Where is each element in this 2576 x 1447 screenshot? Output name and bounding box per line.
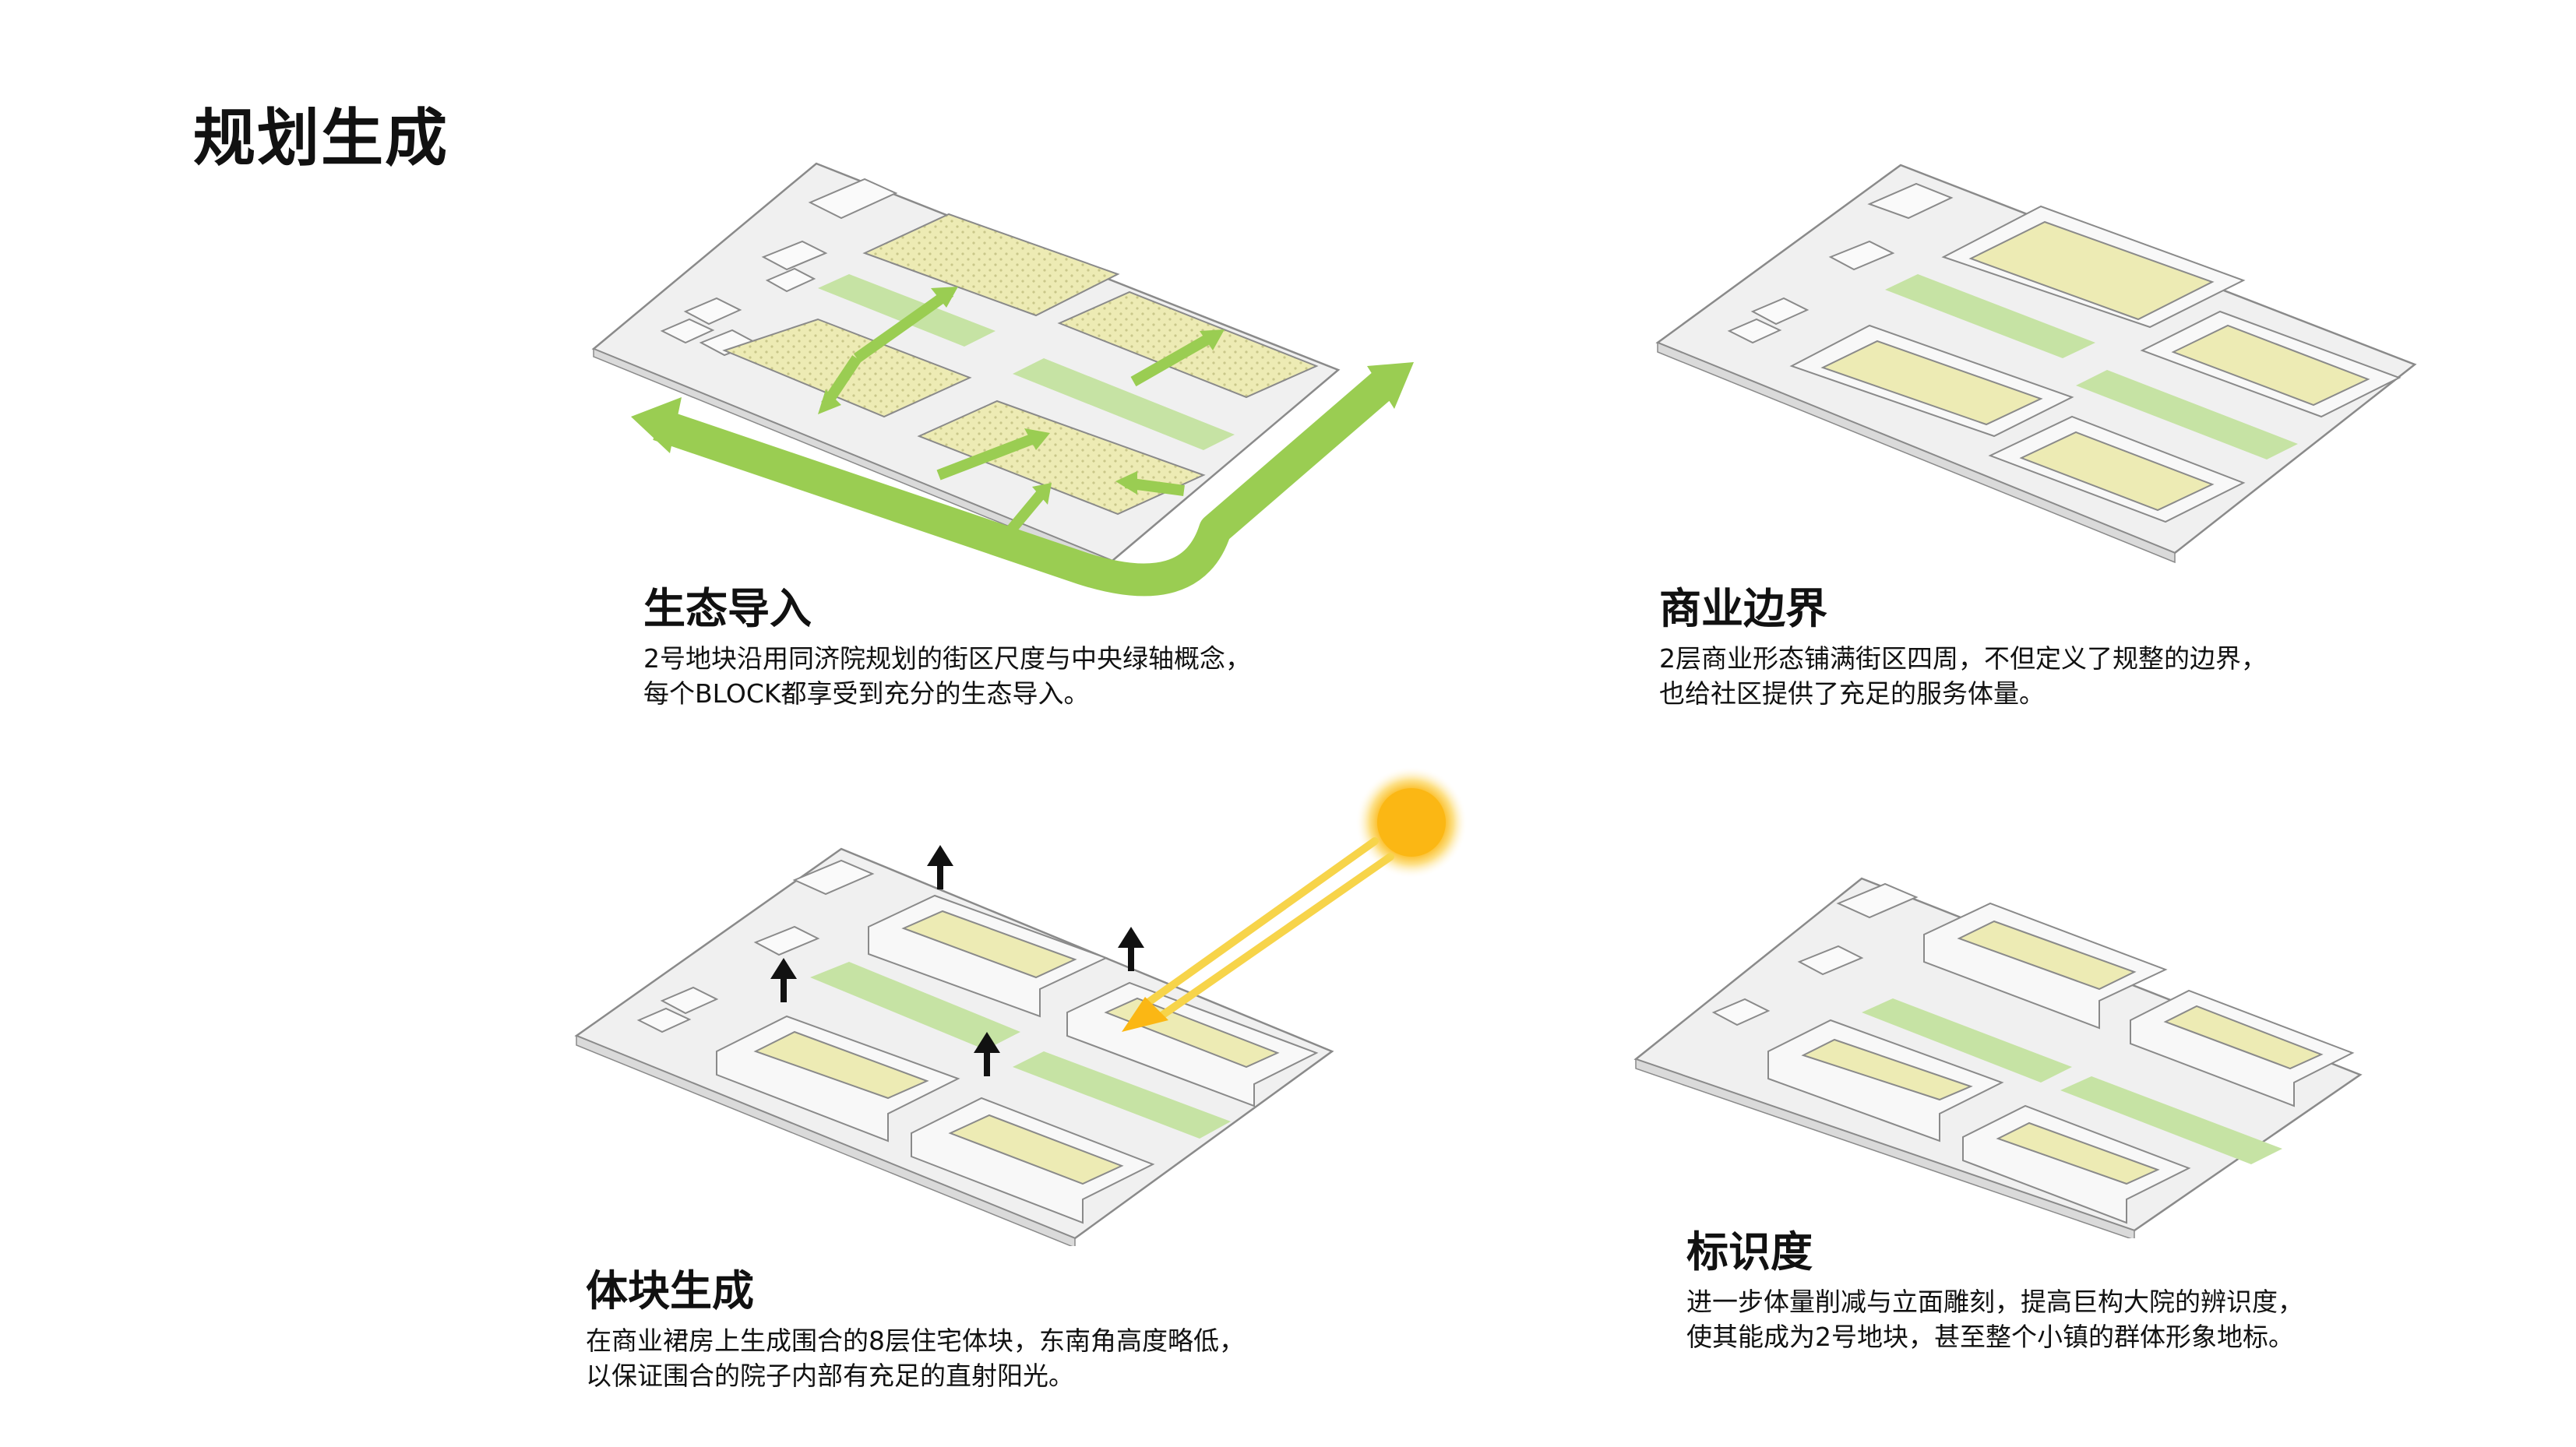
eco-line-2: 每个BLOCK都享受到充分的生态导入。 bbox=[643, 678, 1090, 709]
residential-blocks bbox=[716, 894, 1319, 1224]
massing-caption: 体块生成 在商业裙房上生成围合的8层住宅体块，东南角高度略低， 以保证围合的院子… bbox=[586, 1268, 1245, 1393]
green-strip bbox=[2060, 1076, 2282, 1164]
identity-diagram bbox=[1633, 877, 2363, 1238]
massing-title: 体块生成 bbox=[586, 1266, 754, 1315]
green-strip bbox=[810, 962, 1020, 1050]
eco-diagram bbox=[591, 162, 1414, 597]
commerce-diagram bbox=[1655, 164, 2417, 564]
commerce-blocks bbox=[1789, 205, 2402, 523]
identity-line-1: 进一步体量削减与立面雕刻，提高巨构大院的辨识度， bbox=[1686, 1287, 2303, 1318]
identity-caption: 标识度 进一步体量削减与立面雕刻，提高巨构大院的辨识度， 使其能成为2号地块，甚… bbox=[1686, 1229, 2303, 1354]
identity-line-2: 使其能成为2号地块，甚至整个小镇的群体形象地标。 bbox=[1686, 1322, 2294, 1353]
page-title: 规划生成 bbox=[193, 102, 449, 174]
eco-caption: 生态导入 2号地块沿用同济院规划的街区尺度与中央绿轴概念， 每个BLOCK都享受… bbox=[643, 586, 1251, 711]
green-strip bbox=[818, 274, 996, 347]
green-strip bbox=[2076, 370, 2298, 459]
massing-diagram bbox=[574, 766, 1468, 1246]
context-buildings bbox=[636, 859, 875, 1033]
identity-title: 标识度 bbox=[1686, 1227, 1813, 1276]
massing-line-2: 以保证围合的院子内部有充足的直射阳光。 bbox=[586, 1361, 1074, 1392]
up-arrow-icons bbox=[770, 845, 1144, 1076]
commerce-line-2: 也给社区提供了充足的服务体量。 bbox=[1659, 678, 2045, 709]
context-buildings bbox=[1727, 182, 1954, 344]
commerce-title: 商业边界 bbox=[1659, 584, 1827, 633]
sun-ray-arrow bbox=[1141, 837, 1394, 1020]
eco-line-1: 2号地块沿用同济院规划的街区尺度与中央绿轴概念， bbox=[643, 643, 1251, 674]
green-strip bbox=[1013, 1051, 1231, 1139]
commerce-caption: 商业边界 2层商业形态铺满街区四周，不但定义了规整的边界， 也给社区提供了充足的… bbox=[1659, 586, 2267, 711]
green-strip bbox=[1013, 358, 1235, 450]
green-strip bbox=[1885, 274, 2095, 358]
green-strip bbox=[1862, 998, 2072, 1083]
context-buildings bbox=[1711, 882, 1919, 1026]
massing-line-1: 在商业裙房上生成围合的8层住宅体块，东南角高度略低， bbox=[586, 1326, 1245, 1357]
context-buildings bbox=[660, 178, 898, 357]
commerce-line-1: 2层商业形态铺满街区四周，不但定义了规整的边界， bbox=[1659, 643, 2267, 674]
sculpted-blocks bbox=[1767, 902, 2355, 1224]
green-flow-arrow bbox=[653, 369, 1397, 597]
eco-title: 生态导入 bbox=[643, 584, 812, 633]
